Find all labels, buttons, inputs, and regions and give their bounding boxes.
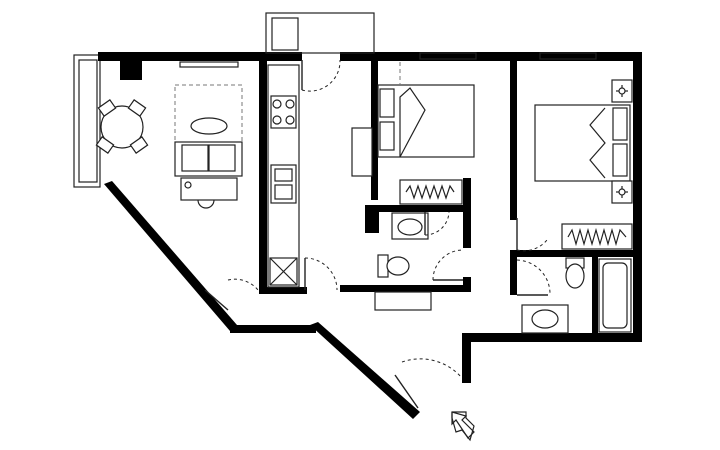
stove bbox=[270, 95, 297, 129]
corridor-console bbox=[351, 127, 432, 311]
wardrobe-2 bbox=[561, 223, 633, 250]
bed-1 bbox=[377, 62, 475, 158]
top-storage bbox=[265, 12, 375, 54]
balcony bbox=[73, 54, 101, 188]
bath-1-toilet bbox=[377, 254, 410, 278]
up-left-arrow-icon bbox=[451, 411, 475, 442]
bath-2-toilet bbox=[565, 257, 585, 289]
bath-1-washbasin bbox=[391, 212, 429, 240]
dining-table bbox=[95, 99, 149, 154]
bed-2 bbox=[534, 104, 631, 182]
wardrobe-1 bbox=[399, 179, 463, 205]
kitchen-sink bbox=[270, 164, 297, 204]
walls bbox=[98, 52, 642, 419]
doors bbox=[204, 59, 551, 409]
fridge bbox=[269, 257, 298, 286]
windows bbox=[179, 52, 597, 68]
bathtub bbox=[598, 258, 632, 333]
bath-2-washbasin bbox=[521, 304, 569, 334]
tv-desk bbox=[180, 177, 238, 209]
nightstands bbox=[611, 79, 633, 204]
sofa bbox=[174, 141, 243, 177]
